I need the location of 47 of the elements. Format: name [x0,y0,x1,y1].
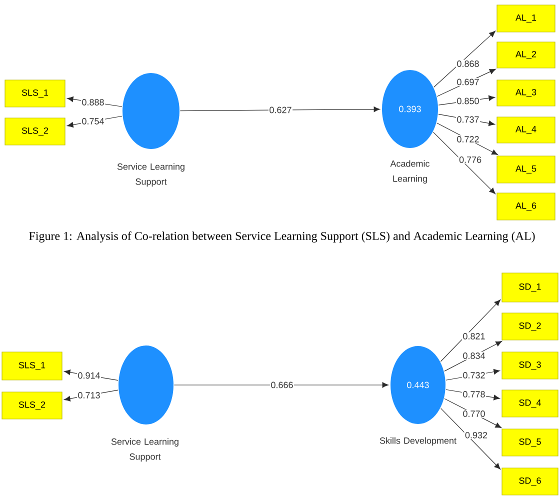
arrow [432,132,496,194]
indicator-box: AL_5 [496,156,556,184]
edge-label: 0.850 [456,97,480,105]
arrow [440,300,501,362]
arrow [440,408,501,470]
arrow [180,106,380,112]
indicator-box: SLS_1 [2,352,62,380]
indicator-box: SD_6 [502,468,558,496]
edge-label: 0.932 [464,431,488,440]
edge-label: 0.888 [80,98,106,106]
indicator-box: SD_1 [502,272,558,302]
indicator-box: AL_3 [496,80,556,106]
indicator-box: SD_3 [502,352,558,380]
edge-label: 0.666 [270,381,294,389]
edge-label: 0.697 [456,78,480,86]
edge-label: 0.713 [76,391,102,400]
edge-label: 0.914 [76,372,102,380]
edge-label: 0.627 [268,106,293,114]
indicator-box: SD_4 [502,390,558,418]
indicator-box: AL_6 [496,192,556,220]
edge-label: 0.834 [462,352,486,360]
edge-label: 0.737 [456,116,480,124]
construct-label: Service Learning Support [117,163,184,187]
indicator-box: SLS_1 [4,80,66,108]
figure-caption: Figure 1: Analysis of Co-relation between Service Learning Support (SLS) and Academic Learning (AL) [29,231,535,242]
construct-label: Service Learning Support [111,438,178,462]
indicator-box: SD_5 [502,428,558,456]
construct-label: Academic Learning [390,160,430,184]
indicator-box: AL_4 [496,116,556,144]
edge-label: 0.868 [456,60,480,68]
edge-label: 0.722 [456,135,480,144]
edge-label: 0.754 [80,117,106,126]
arrow [434,30,496,88]
edge-label: 0.770 [462,410,486,418]
edge-label: 0.732 [462,371,486,380]
edge-label: 0.821 [462,332,486,340]
indicator-box: SLS_2 [2,392,62,420]
edge-label: 0.778 [462,390,486,398]
construct-label: Skills Development [380,437,456,446]
indicator-box: AL_2 [496,42,556,68]
edge-label: 0.776 [458,156,482,164]
construct-circle [118,346,174,424]
indicator-box: SLS_2 [4,118,66,146]
arrow [174,382,388,388]
indicator-box: SD_2 [502,312,558,340]
indicator-box: AL_1 [496,4,556,32]
construct-circle [122,73,180,149]
